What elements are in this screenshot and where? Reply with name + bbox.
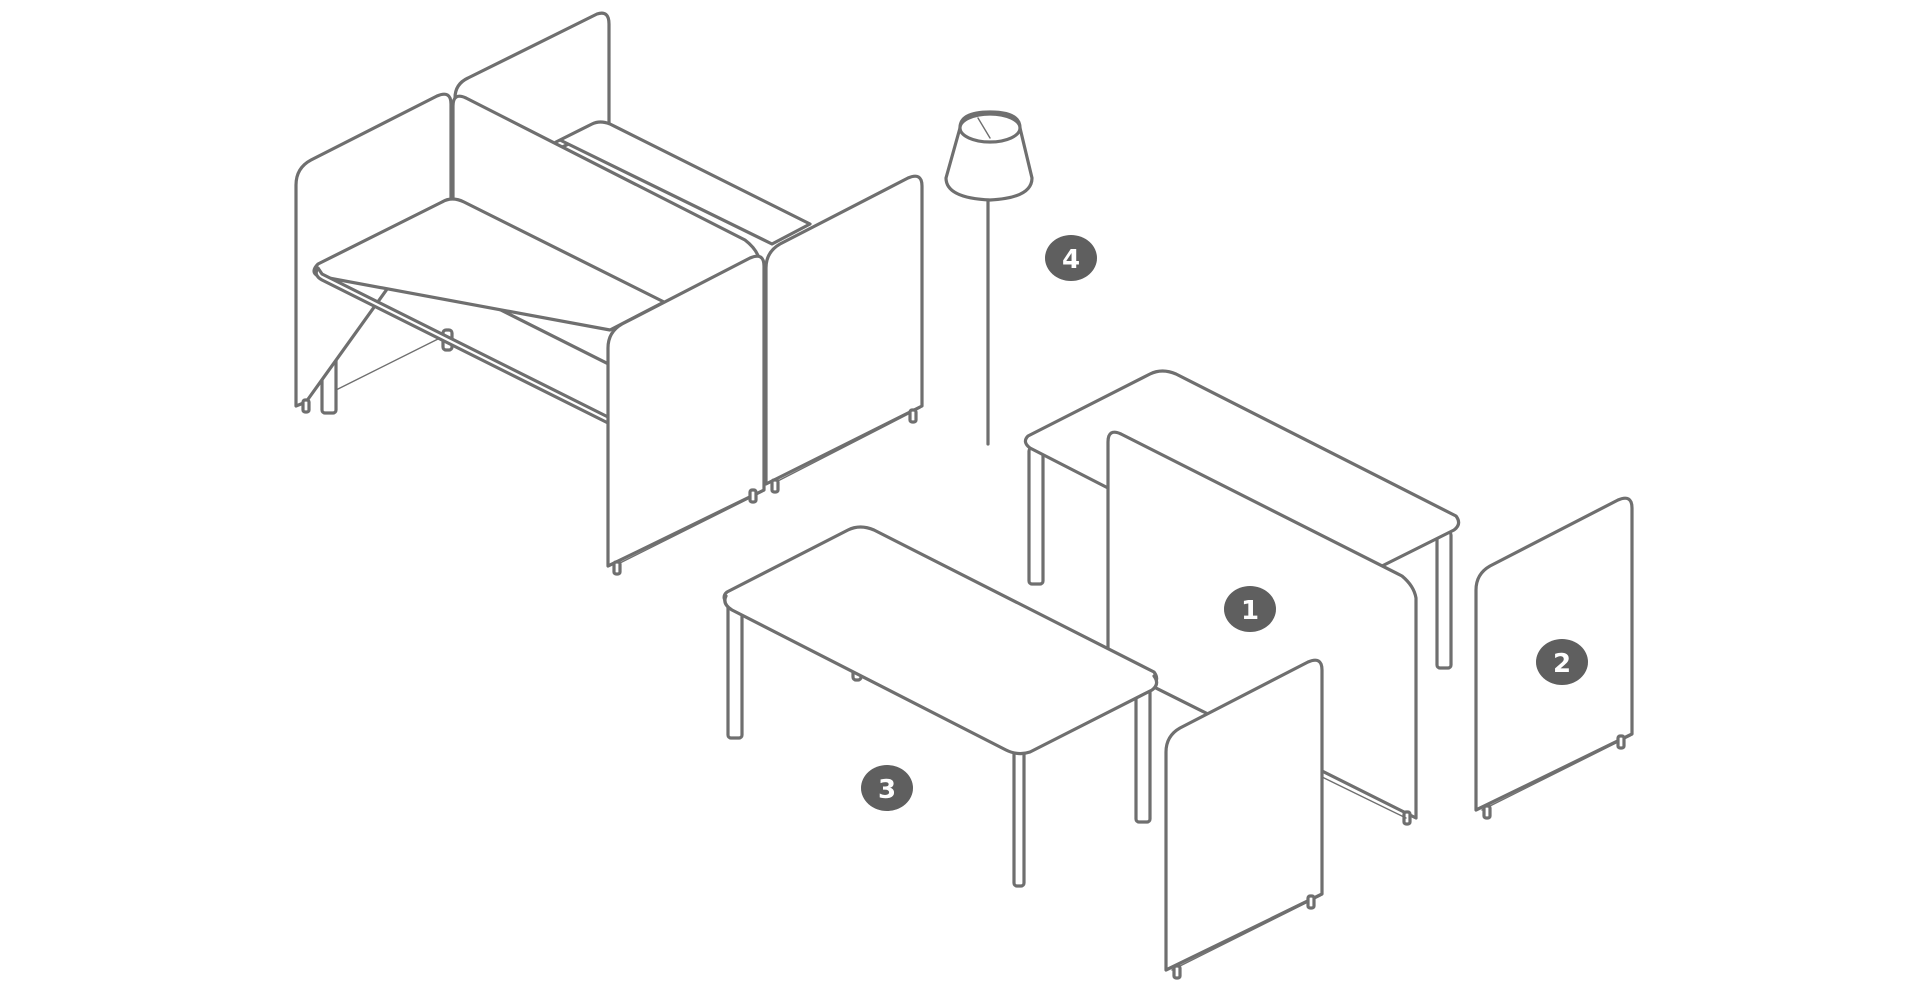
callout-3: 3 — [861, 765, 913, 811]
item-3-screen-panel — [1164, 658, 1324, 980]
lamp-shade-seam — [977, 117, 991, 139]
assembled-panel-foot — [770, 478, 780, 494]
table-leg — [1134, 686, 1152, 824]
callout-1-badge — [1224, 586, 1276, 632]
callout-2: 2 — [1536, 639, 1588, 685]
table-floor-line — [1149, 685, 1203, 713]
standing-desk-leg — [1435, 530, 1453, 670]
assembled-right-back-panel — [764, 174, 924, 486]
assembled-floor-line — [613, 491, 763, 567]
assembled-panel-foot — [301, 398, 311, 414]
screen-panel-foot — [1616, 734, 1626, 750]
lamp-shade-top — [958, 112, 1022, 144]
callout-4-badge — [1045, 235, 1097, 281]
standing-desk-top — [1023, 369, 1461, 570]
assembled-right-front-panel — [606, 254, 766, 568]
assembled-floor-line — [771, 407, 921, 485]
standing-desk-panel-foot — [1402, 810, 1412, 826]
floor-lamp — [944, 110, 1034, 446]
table-screen-floor-line — [1171, 895, 1321, 971]
table-screen-foot — [1172, 964, 1182, 980]
callout-3-label: 3 — [878, 775, 896, 805]
callout-4: 4 — [1045, 235, 1097, 281]
standing-desk-leg — [1027, 446, 1045, 586]
callout-2-badge — [1536, 639, 1588, 685]
callout-1: 1 — [1224, 586, 1276, 632]
callout-3-badge — [861, 765, 913, 811]
assembled-panel-foot — [612, 560, 622, 576]
screen-panel-floor-line — [1481, 735, 1631, 811]
table-leg — [726, 598, 744, 740]
standing-desk-floor-line — [1319, 775, 1407, 819]
callout-2-label: 2 — [1553, 649, 1571, 679]
table-screen-foot — [1306, 894, 1316, 910]
item-3-table — [722, 525, 1203, 888]
table-leg — [1012, 748, 1026, 888]
assembled-back-desk-top — [554, 120, 812, 246]
assembled-floor-line — [335, 335, 445, 391]
assembled-workstation — [294, 11, 924, 576]
callout-1-label: 1 — [1241, 596, 1259, 626]
callout-4-label: 4 — [1062, 245, 1080, 275]
screen-panel-foot — [1482, 804, 1492, 820]
table-top-edge — [723, 594, 1159, 756]
assembled-panel-foot — [908, 408, 918, 424]
table-screen-panel — [1164, 658, 1324, 972]
assembled-panel-foot — [748, 488, 758, 504]
